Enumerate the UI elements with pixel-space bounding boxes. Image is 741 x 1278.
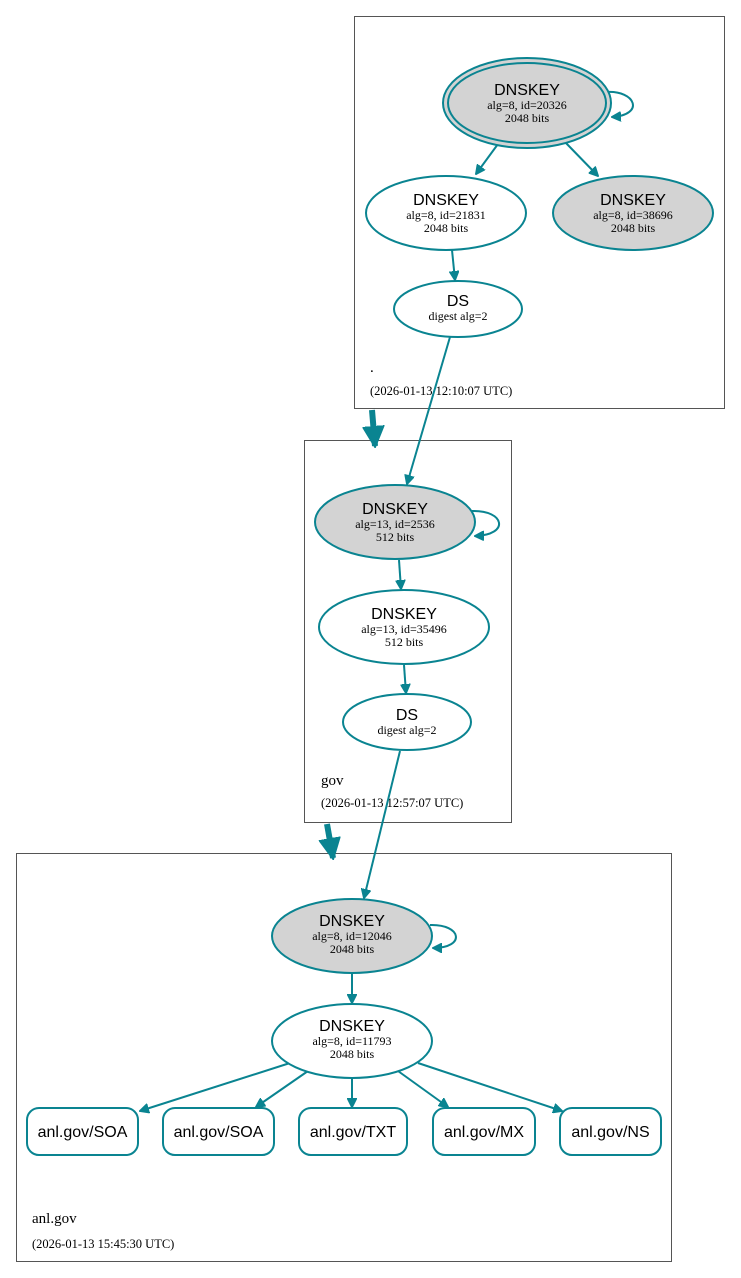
node-root-ksk-line2: 2048 bits: [505, 111, 550, 125]
edge-anl-zsk-mx: [397, 1070, 448, 1107]
node-root-zsk2: DNSKEY alg=8, id=38696 2048 bits: [552, 175, 714, 251]
node-root-ds-title: DS: [447, 293, 469, 310]
node-gov-ds-line1: digest alg=2: [377, 723, 436, 737]
node-root-zsk1: DNSKEY alg=8, id=21831 2048 bits: [365, 175, 527, 251]
node-anl-ksk-title: DNSKEY: [319, 913, 385, 930]
edge-anl-ksk-self: [429, 923, 457, 948]
edge-root-zsk1-ds: [452, 249, 455, 280]
node-anl-ksk-line2: 2048 bits: [330, 942, 375, 956]
delegation-gov-anl: [327, 823, 333, 858]
delegation-root-gov: [372, 409, 375, 446]
node-gov-zsk-line2: 512 bits: [385, 635, 424, 649]
node-root-ds-line1: digest alg=2: [428, 309, 487, 323]
edge-anl-zsk-soa2: [256, 1070, 309, 1107]
node-gov-ds: DS digest alg=2: [342, 693, 472, 751]
node-gov-ksk-line2: 512 bits: [376, 530, 415, 544]
node-anl-zsk-line1: alg=8, id=11793: [312, 1034, 391, 1048]
node-root-ds: DS digest alg=2: [393, 280, 523, 338]
record-soa-1-label: anl.gov/SOA: [38, 1124, 128, 1141]
edge-root-ksk-zsk2: [564, 141, 598, 176]
node-root-zsk2-title: DNSKEY: [600, 192, 666, 209]
node-gov-ksk: DNSKEY alg=13, id=2536 512 bits: [314, 484, 476, 560]
edge-gov-ksk-self: [471, 509, 500, 536]
zone-gov-name: gov: [321, 773, 344, 789]
edge-gov-ds-anl-ksk: [364, 750, 401, 898]
node-anl-zsk-title: DNSKEY: [319, 1018, 385, 1035]
node-gov-ksk-title: DNSKEY: [362, 501, 428, 518]
record-soa-1: anl.gov/SOA: [26, 1107, 139, 1156]
node-gov-zsk: DNSKEY alg=13, id=35496 512 bits: [318, 589, 490, 665]
node-root-ksk-line1: alg=8, id=20326: [487, 98, 567, 112]
node-anl-ksk: DNSKEY alg=8, id=12046 2048 bits: [271, 898, 433, 974]
node-gov-zsk-title: DNSKEY: [371, 606, 437, 623]
edge-gov-zsk-ds: [404, 664, 406, 693]
record-mx-label: anl.gov/MX: [444, 1124, 524, 1141]
node-root-zsk1-line2: 2048 bits: [424, 221, 469, 235]
node-root-ksk: DNSKEY alg=8, id=20326 2048 bits: [442, 57, 612, 149]
zone-root-name: .: [370, 360, 374, 376]
node-anl-zsk-line2: 2048 bits: [330, 1047, 375, 1061]
edge-anl-zsk-ns: [417, 1062, 562, 1111]
node-root-zsk2-line2: 2048 bits: [611, 221, 656, 235]
zone-root-time: (2026-01-13 12:10:07 UTC): [370, 384, 512, 398]
node-root-zsk2-line1: alg=8, id=38696: [593, 208, 673, 222]
node-gov-ksk-line1: alg=13, id=2536: [355, 517, 435, 531]
edge-gov-ksk-zsk: [399, 559, 401, 589]
record-mx: anl.gov/MX: [432, 1107, 536, 1156]
zone-anl-time: (2026-01-13 15:45:30 UTC): [32, 1237, 174, 1251]
edge-root-ds-gov-ksk: [407, 336, 451, 484]
record-ns: anl.gov/NS: [559, 1107, 662, 1156]
zone-anl-name: anl.gov: [32, 1211, 77, 1227]
record-txt-label: anl.gov/TXT: [310, 1124, 396, 1141]
zone-gov-time: (2026-01-13 12:57:07 UTC): [321, 796, 463, 810]
record-ns-label: anl.gov/NS: [571, 1124, 649, 1141]
node-root-ksk-title: DNSKEY: [494, 82, 560, 99]
node-anl-zsk: DNSKEY alg=8, id=11793 2048 bits: [271, 1003, 433, 1079]
node-gov-ds-title: DS: [396, 707, 418, 724]
edge-root-ksk-zsk1: [476, 143, 499, 174]
node-root-zsk1-line1: alg=8, id=21831: [406, 208, 486, 222]
edge-root-ksk-self: [605, 90, 634, 117]
record-soa-2-label: anl.gov/SOA: [174, 1124, 264, 1141]
node-anl-ksk-line1: alg=8, id=12046: [312, 929, 392, 943]
edge-anl-zsk-soa1: [140, 1062, 291, 1111]
record-txt: anl.gov/TXT: [298, 1107, 408, 1156]
node-gov-zsk-line1: alg=13, id=35496: [361, 622, 447, 636]
record-soa-2: anl.gov/SOA: [162, 1107, 275, 1156]
node-root-zsk1-title: DNSKEY: [413, 192, 479, 209]
